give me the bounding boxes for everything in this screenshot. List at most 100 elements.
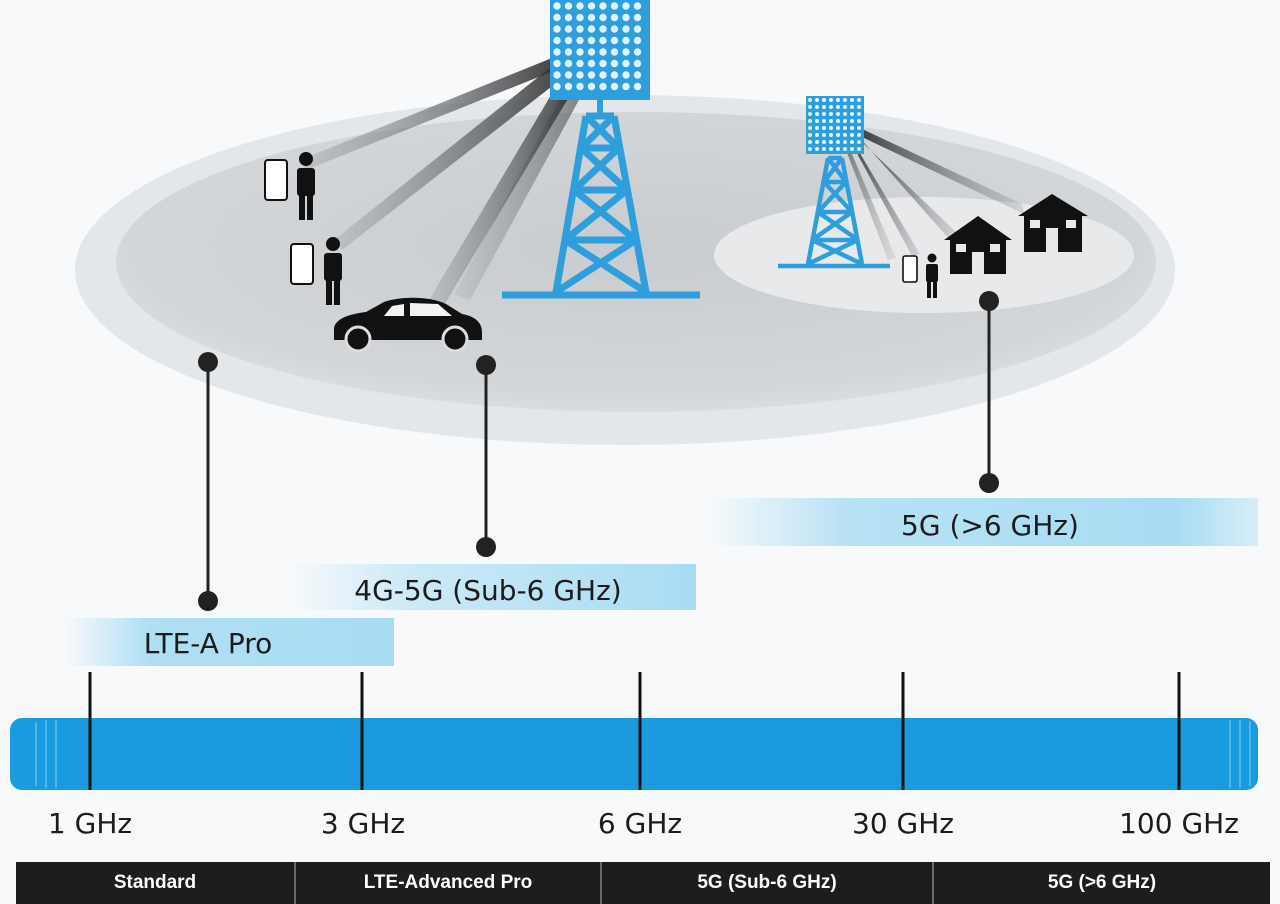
antenna-element xyxy=(807,146,813,152)
antenna-element xyxy=(842,139,848,145)
antenna-element xyxy=(552,12,562,23)
antenna-element xyxy=(621,47,631,57)
car-icon xyxy=(334,297,482,353)
antenna-element xyxy=(586,81,597,92)
small-cell-beams xyxy=(846,128,1024,260)
band-label-sub6: 4G-5G (Sub-6 GHz) xyxy=(354,574,621,607)
spectrum-bar xyxy=(10,718,1258,790)
beam xyxy=(300,58,556,170)
beam xyxy=(846,150,896,260)
antenna-element xyxy=(575,58,585,69)
antenna-element xyxy=(563,24,574,34)
antenna-element xyxy=(598,1,608,11)
antenna-element xyxy=(598,81,608,92)
antenna-element xyxy=(856,132,862,138)
antenna-element xyxy=(563,81,574,92)
band-strip-sub6 xyxy=(290,564,696,610)
antenna-element xyxy=(849,139,855,145)
antenna-element xyxy=(575,81,585,92)
antenna-element xyxy=(621,35,631,46)
standards-table: Standard LTE-Advanced Pro 5G (Sub-6 GHz)… xyxy=(16,862,1270,904)
antenna-element xyxy=(821,97,827,103)
macro-tower-icon xyxy=(502,0,700,299)
antenna-element xyxy=(586,24,597,34)
antenna-element xyxy=(814,132,820,138)
antenna-element xyxy=(835,139,841,145)
antenna-element xyxy=(828,139,834,145)
antenna-element xyxy=(621,24,631,34)
antenna-element xyxy=(598,24,608,34)
antenna-element xyxy=(598,47,608,57)
beam xyxy=(454,88,580,300)
callout-dot xyxy=(198,591,218,611)
antenna-element xyxy=(807,97,813,103)
antenna-element xyxy=(563,58,574,69)
small-cell-tower-icon xyxy=(778,96,890,269)
antenna-element xyxy=(807,125,813,131)
antenna-element xyxy=(632,24,643,34)
antenna-element xyxy=(835,97,841,103)
house-icon xyxy=(944,216,1012,274)
antenna-element xyxy=(835,146,841,152)
antenna-element xyxy=(609,1,620,11)
freq-label-1ghz: 1 GHz xyxy=(48,807,132,840)
person-icon xyxy=(297,152,315,220)
user-group-middle xyxy=(290,237,342,305)
antenna-element xyxy=(598,35,608,46)
antenna-element xyxy=(821,104,827,110)
antenna-element xyxy=(552,24,562,34)
band-label-mmwave: 5G (>6 GHz) xyxy=(901,509,1079,542)
antenna-element xyxy=(621,1,631,11)
antenna-element xyxy=(835,111,841,117)
antenna-element xyxy=(849,118,855,124)
coverage-area xyxy=(75,95,1175,445)
antenna-element xyxy=(856,118,862,124)
antenna-element xyxy=(849,111,855,117)
callouts xyxy=(198,291,999,611)
freq-label-100ghz: 100 GHz xyxy=(1119,807,1239,840)
antenna-element xyxy=(563,70,574,80)
antenna-element xyxy=(807,132,813,138)
antenna-element xyxy=(609,35,620,46)
antenna-element xyxy=(552,70,562,80)
phone-icon xyxy=(902,255,918,283)
antenna-element xyxy=(586,1,597,11)
beam xyxy=(426,80,572,312)
antenna-element xyxy=(807,111,813,117)
antenna-element xyxy=(849,132,855,138)
antenna-element xyxy=(821,139,827,145)
antenna-element xyxy=(828,132,834,138)
antenna-element xyxy=(563,35,574,46)
antenna-element xyxy=(575,47,585,57)
antenna-element xyxy=(842,104,848,110)
antenna-element xyxy=(609,12,620,23)
antenna-element xyxy=(632,70,643,80)
antenna-element xyxy=(849,104,855,110)
antenna-element xyxy=(586,47,597,57)
person-icon xyxy=(926,253,938,298)
antenna-element xyxy=(609,47,620,57)
antenna-element xyxy=(821,132,827,138)
antenna-element xyxy=(849,125,855,131)
antenna-element xyxy=(598,58,608,69)
antenna-element xyxy=(821,146,827,152)
antenna-element xyxy=(609,70,620,80)
antenna-element xyxy=(575,70,585,80)
table-cell-standard: Standard xyxy=(113,872,197,893)
antenna-element xyxy=(849,146,855,152)
antenna-panel xyxy=(806,96,864,154)
antenna-element xyxy=(609,58,620,69)
antenna-element xyxy=(835,132,841,138)
freq-label-6ghz: 6 GHz xyxy=(598,807,682,840)
antenna-element xyxy=(575,24,585,34)
callout-dot xyxy=(979,473,999,493)
band-strip-mmwave xyxy=(710,498,1258,546)
callout-dot xyxy=(979,291,999,311)
antenna-element xyxy=(632,12,643,23)
frequency-ticks xyxy=(88,672,1181,790)
antenna-element xyxy=(586,35,597,46)
antenna-element xyxy=(598,70,608,80)
antenna-element xyxy=(807,139,813,145)
antenna-element xyxy=(575,35,585,46)
antenna-element xyxy=(609,24,620,34)
